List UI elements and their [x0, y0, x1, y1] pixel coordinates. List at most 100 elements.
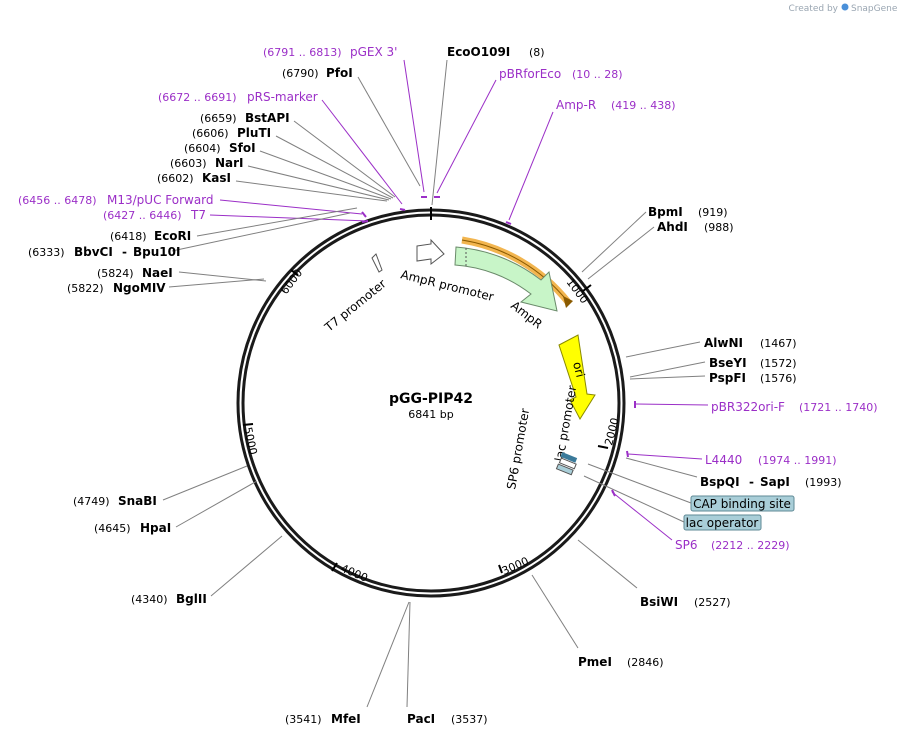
cap-binding-site-line: [587, 463, 692, 504]
enzyme-bbvci-bpu10i: (6333) BbvCI - Bpu10I: [28, 212, 351, 259]
t7-promoter-arrow: [371, 253, 383, 273]
svg-text:PluTI: PluTI: [237, 126, 271, 140]
enzyme-paci: PacI (3537): [406, 601, 488, 726]
svg-text:(6672 .. 6691): (6672 .. 6691): [158, 91, 237, 104]
svg-text:(6602): (6602): [157, 172, 194, 185]
t7-promoter-label: T7 promoter: [321, 277, 389, 335]
svg-text:BpmI: BpmI: [648, 205, 683, 219]
svg-text:BsiWI: BsiWI: [640, 595, 678, 609]
enzyme-nari: (6603) NarI: [170, 156, 390, 201]
svg-text:Amp-R: Amp-R: [556, 98, 596, 112]
svg-text:EcoRI: EcoRI: [154, 229, 191, 243]
enzyme-hpai: (4645) HpaI: [94, 480, 258, 535]
enzyme-bstapi: (6659) BstAPI: [200, 111, 396, 198]
enzyme-ecoo109i: EcoO109I (8): [431, 45, 545, 206]
primer-l4440: L4440 (1974 .. 1991): [626, 450, 837, 467]
svg-text:pGEX 3': pGEX 3': [350, 45, 397, 59]
scale-tick-3000: 3000: [498, 554, 531, 578]
svg-text:(10 .. 28): (10 .. 28): [572, 68, 623, 81]
svg-text:(6333): (6333): [28, 246, 65, 259]
svg-text:(6604): (6604): [184, 142, 221, 155]
svg-text:BglII: BglII: [176, 592, 207, 606]
primer-m13-puc-forward: (6456 .. 6478) M13/pUC Forward: [18, 193, 367, 218]
svg-text:(1572): (1572): [760, 357, 797, 370]
enzyme-bseyi: BseYI (1572): [629, 356, 797, 378]
ampr-promoter-label: AmpR promoter: [399, 267, 495, 304]
primer-t7: (6427 .. 6446) T7: [103, 208, 369, 223]
svg-text:(6418): (6418): [110, 230, 147, 243]
enzyme-ecori: (6418) EcoRI: [110, 207, 358, 243]
svg-text:(6791 .. 6813): (6791 .. 6813): [263, 46, 342, 59]
ampr-highlight-arrowhead: [563, 296, 573, 308]
svg-text:KasI: KasI: [202, 171, 231, 185]
enzyme-pluti: (6606) PluTI: [192, 126, 394, 199]
svg-text:MfeI: MfeI: [331, 712, 361, 726]
scale-tick-2000: 2000: [597, 416, 622, 449]
svg-text:(5822): (5822): [67, 282, 104, 295]
enzyme-sfoi: (6604) SfoI: [184, 141, 392, 200]
enzyme-bsiwi: BsiWI (2527): [577, 539, 731, 609]
ampr-gene-arrow: [454, 246, 558, 312]
svg-text:NgoMIV: NgoMIV: [113, 281, 166, 295]
svg-text:(5824): (5824): [97, 267, 134, 280]
svg-text:(8): (8): [529, 46, 545, 59]
ori-arrow: [558, 334, 596, 421]
svg-text:5000: 5000: [241, 426, 260, 456]
svg-text:BstAPI: BstAPI: [245, 111, 290, 125]
scale-tick-5000: 5000: [241, 423, 260, 456]
enzyme-naei: (5824) NaeI: [97, 266, 267, 282]
enzyme-mfei: (3541) MfeI: [285, 601, 410, 726]
svg-text:M13/pUC Forward: M13/pUC Forward: [107, 193, 214, 207]
svg-text:(2212 .. 2229): (2212 .. 2229): [711, 539, 790, 552]
primer-amp-r: Amp-R (419 .. 438): [505, 98, 676, 225]
svg-text:L4440: L4440: [705, 453, 742, 467]
svg-text:BseYI: BseYI: [709, 356, 747, 370]
svg-text:Bpu10I: Bpu10I: [133, 245, 180, 259]
enzyme-ngomiv: (5822) NgoMIV: [67, 278, 265, 295]
primer-pgex3: (6791 .. 6813) pGEX 3': [263, 45, 427, 198]
sp6-promoter-label: SP6 promoter: [504, 407, 532, 490]
enzyme-bpmi: BpmI (919): [581, 205, 728, 273]
svg-text:(1576): (1576): [760, 372, 797, 385]
svg-text:SapI: SapI: [760, 475, 790, 489]
ampr-promoter-arrow: [416, 238, 445, 266]
svg-text:(4340): (4340): [131, 593, 168, 606]
svg-text:(919): (919): [698, 206, 728, 219]
svg-text:(2846): (2846): [627, 656, 664, 669]
enzyme-bglii: (4340) BglII: [131, 535, 283, 606]
svg-text:-: -: [122, 245, 127, 259]
enzyme-pfoi: (6790) PfoI: [282, 66, 421, 187]
svg-text:AhdI: AhdI: [657, 220, 688, 234]
svg-text:(6790): (6790): [282, 67, 319, 80]
svg-text:(1974 .. 1991): (1974 .. 1991): [758, 454, 837, 467]
svg-text:NarI: NarI: [215, 156, 244, 170]
credit-text: Created by: [788, 4, 838, 14]
primer-pbrforeco: pBRforEco (10 .. 28): [434, 67, 623, 198]
enzyme-pmei: PmeI (2846): [531, 574, 664, 669]
svg-text:NaeI: NaeI: [142, 266, 173, 280]
svg-text:(6603): (6603): [170, 157, 207, 170]
svg-text:PmeI: PmeI: [578, 655, 612, 669]
svg-text:lac operator: lac operator: [686, 516, 759, 530]
cap-binding-site-box: CAP binding site: [690, 495, 795, 512]
snapgene-logo: [841, 3, 849, 11]
svg-text:pBRforEco: pBRforEco: [499, 67, 561, 81]
svg-text:PfoI: PfoI: [326, 66, 353, 80]
lac-promoter-label: lac promoter: [552, 384, 579, 462]
lac-operator-box: lac operator: [683, 514, 762, 531]
svg-text:CAP binding site: CAP binding site: [693, 497, 791, 511]
enzyme-snabi: (4749) SnaBI: [73, 465, 248, 508]
svg-text:(4749): (4749): [73, 495, 110, 508]
primer-pbr322ori-f: pBR322ori-F (1721 .. 1740): [634, 400, 878, 414]
enzyme-ahdi: AhdI (988): [587, 220, 734, 280]
svg-text:PacI: PacI: [407, 712, 435, 726]
ampr-highlight-edge: [461, 239, 569, 303]
svg-text:-: -: [749, 475, 754, 489]
svg-text:SnaBI: SnaBI: [118, 494, 157, 508]
svg-text:(988): (988): [704, 221, 734, 234]
primer-prs-marker: (6672 .. 6691) pRS-marker: [158, 90, 406, 211]
svg-text:T7: T7: [190, 208, 206, 222]
brand-text: SnapGene: [851, 4, 898, 14]
svg-text:pRS-marker: pRS-marker: [247, 90, 318, 104]
